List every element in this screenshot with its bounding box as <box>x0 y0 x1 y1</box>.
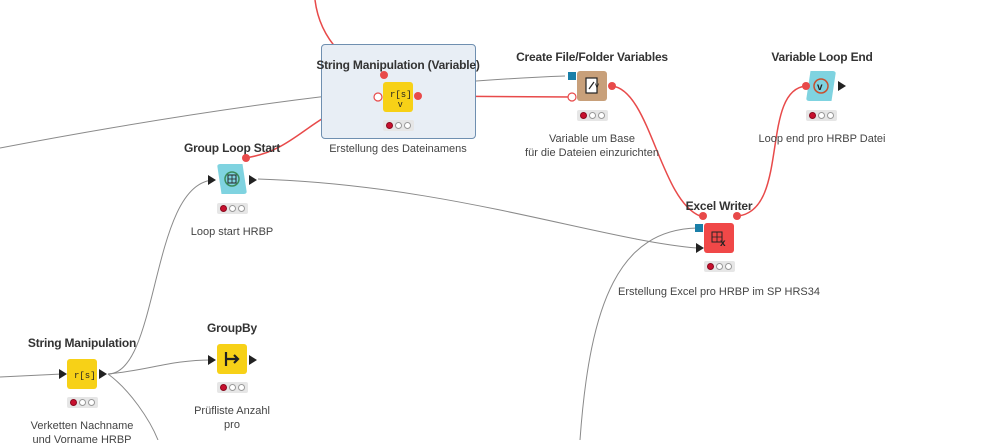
node-annotation: Verketten Nachname und Vorname HRBP <box>30 420 134 446</box>
node-annotation: Loop end pro HRBP Datei <box>758 133 886 145</box>
node-status-indicator <box>217 382 248 393</box>
node-title: String Manipulation (Variable) <box>316 58 480 72</box>
node-title: Excel Writer <box>685 199 753 213</box>
variable-port-icon[interactable] <box>378 69 390 81</box>
data-connection <box>0 75 566 149</box>
svg-text:r[s]: r[s] <box>390 90 412 100</box>
svg-text:v: v <box>398 99 403 109</box>
node-status-indicator <box>67 397 98 408</box>
variable-connection <box>737 85 807 217</box>
output-port-icon[interactable] <box>248 355 258 365</box>
node-status-indicator <box>383 120 414 131</box>
node-status-indicator <box>704 261 735 272</box>
node-annotation: Erstellung Excel pro HRBP im SP HRS34 <box>618 286 820 298</box>
data-connection <box>579 227 698 440</box>
input-port-icon[interactable] <box>58 369 68 379</box>
input-port-icon[interactable] <box>372 91 384 103</box>
data-connection <box>107 359 213 375</box>
node-title: GroupBy <box>207 321 257 335</box>
data-connection <box>107 179 216 375</box>
node-status-indicator <box>217 203 248 214</box>
input-port-icon[interactable] <box>800 80 812 92</box>
excel-writer-icon[interactable]: x <box>704 223 734 253</box>
create-file-folder-icon[interactable]: v <box>577 71 607 101</box>
variable-loop-end-icon[interactable]: v <box>806 71 836 101</box>
variable-port-icon[interactable] <box>697 210 709 222</box>
input-port-icon[interactable] <box>207 355 217 365</box>
data-connection <box>257 178 698 249</box>
node-title: Variable Loop End <box>771 50 873 64</box>
node-annotation: Prüfliste Anzahl pro <box>194 405 270 431</box>
variable-connection <box>611 85 701 217</box>
svg-text:v: v <box>817 82 823 93</box>
groupby-icon[interactable] <box>217 344 247 374</box>
output-port-icon[interactable] <box>606 80 618 92</box>
variable-port-icon[interactable] <box>731 210 743 222</box>
output-port-icon[interactable] <box>837 81 847 91</box>
output-port-icon[interactable] <box>248 175 258 185</box>
string-manipulation-variable-icon[interactable]: r[s]v <box>383 82 413 112</box>
input-port-icon[interactable] <box>207 175 217 185</box>
group-loop-start-icon[interactable] <box>217 164 247 194</box>
file-system-port-icon[interactable] <box>695 224 703 232</box>
svg-text:x: x <box>720 238 726 249</box>
node-status-indicator <box>806 110 837 121</box>
node-annotation: Erstellung des Dateinamens <box>329 143 467 155</box>
input-port-icon[interactable] <box>695 243 705 253</box>
string-manipulation-icon[interactable]: r[s] <box>67 359 97 389</box>
svg-text:r[s]: r[s] <box>74 371 96 381</box>
output-port-icon[interactable] <box>412 90 424 102</box>
variable-port-icon[interactable] <box>240 152 252 164</box>
data-connection <box>107 373 159 440</box>
node-title: Group Loop Start <box>183 141 281 155</box>
input-port-icon[interactable] <box>566 91 578 103</box>
node-status-indicator <box>577 110 608 121</box>
node-annotation: Loop start HRBP <box>190 226 274 238</box>
file-system-port-icon[interactable] <box>568 72 576 80</box>
node-title: Create File/Folder Variables <box>516 50 668 64</box>
output-port-icon[interactable] <box>98 369 108 379</box>
data-connection <box>0 373 63 378</box>
svg-text:v: v <box>595 81 599 90</box>
node-title: String Manipulation <box>27 336 137 350</box>
node-annotation: Variable um Base für die Dateien einzuri… <box>525 133 659 159</box>
